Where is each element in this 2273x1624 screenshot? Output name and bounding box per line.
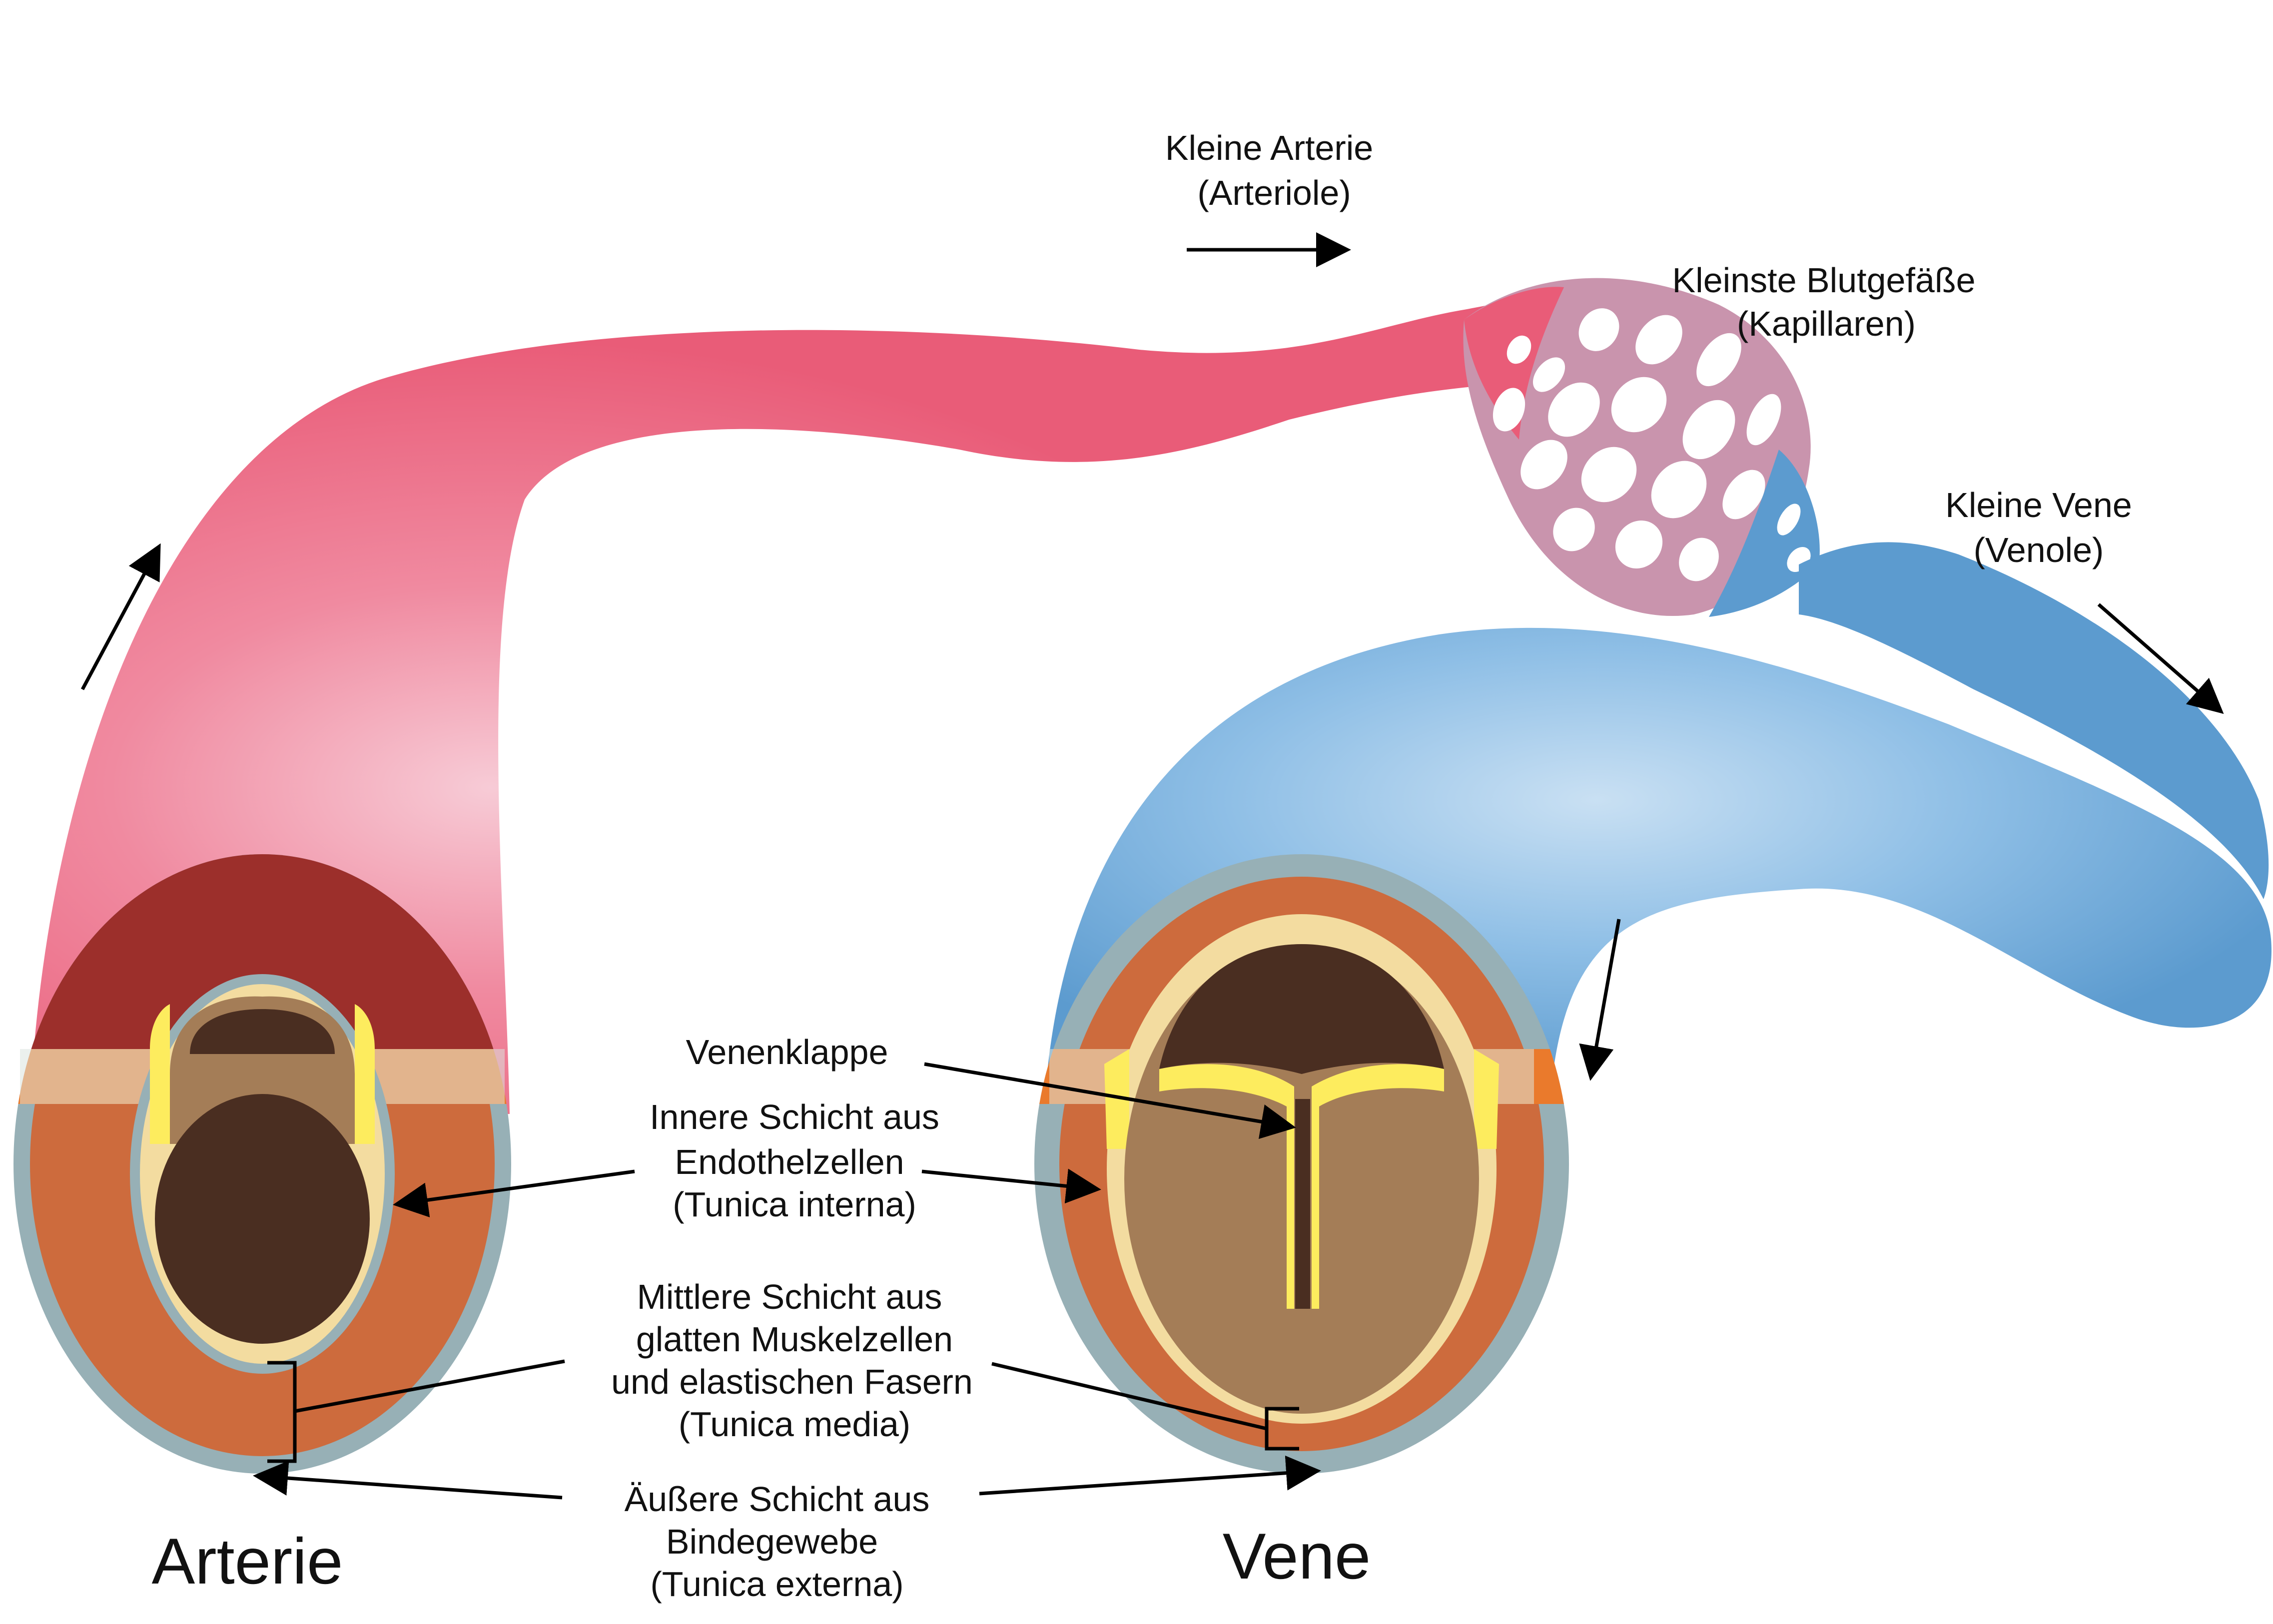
venous-valve-gap: [1295, 1099, 1310, 1309]
label-capillaries-line1: Kleinste Blutgefäße: [1672, 261, 1975, 300]
label-media-line2: glatten Muskelzellen: [636, 1320, 953, 1359]
flow-arrow-venule: [2097, 603, 2224, 714]
label-media-line3: und elastischen Fasern: [611, 1362, 973, 1401]
label-externa-line2: Bindegewebe: [666, 1522, 878, 1561]
flow-arrow-vein: [1579, 919, 1621, 1081]
pointer-media-vein: [991, 1362, 1267, 1431]
venule-body: [1799, 542, 2269, 899]
label-artery: Arterie: [152, 1525, 343, 1598]
pointer-media-artery: [294, 1359, 565, 1413]
label-intima-line2: Endothelzellen: [675, 1142, 904, 1181]
label-vein: Vene: [1223, 1520, 1371, 1593]
label-intima-line3: (Tunica interna): [673, 1185, 916, 1224]
label-media-line1: Mittlere Schicht aus: [637, 1277, 942, 1316]
artery-lumen-top: [190, 1009, 335, 1054]
pointer-externa-vein: [979, 1455, 1321, 1496]
capillary-holes: [1493, 308, 1811, 581]
label-externa-line1: Äußere Schicht aus: [625, 1480, 930, 1519]
label-externa-line3: (Tunica externa): [650, 1565, 903, 1604]
pointer-lines: [253, 1062, 1321, 1500]
pointer-externa-artery: [253, 1461, 563, 1500]
flow-arrows: [80, 232, 2224, 1081]
label-valve: Venenklappe: [686, 1033, 888, 1072]
label-venule-line1: Kleine Vene: [1945, 486, 2132, 525]
text-labels: Kleine Arterie (Arteriole) Kleinste Blut…: [152, 128, 2132, 1604]
flow-arrow-artery: [80, 543, 161, 690]
label-intima-line1: Innere Schicht aus: [650, 1097, 939, 1136]
pointer-intima-vein: [921, 1168, 1101, 1204]
artery-cross-section: [13, 854, 511, 1474]
label-capillaries-line2: (Kapillaren): [1737, 304, 1916, 343]
label-venule-line2: (Venole): [1974, 531, 2104, 569]
capillary-venous-end: [1709, 450, 1820, 617]
artery-body: [30, 298, 1564, 1114]
vein-lumen-top: [1159, 944, 1444, 1074]
pointer-valve: [924, 1062, 1296, 1139]
artery-lumen: [155, 1094, 370, 1344]
label-media-line4: (Tunica media): [679, 1405, 910, 1444]
pointer-intima-artery: [393, 1169, 635, 1217]
label-arteriole-line1: Kleine Arterie: [1165, 128, 1373, 167]
capillary-network: [1463, 278, 1820, 617]
label-arteriole-line2: (Arteriole): [1197, 173, 1351, 212]
vein-cross-section: [1034, 854, 1569, 1474]
